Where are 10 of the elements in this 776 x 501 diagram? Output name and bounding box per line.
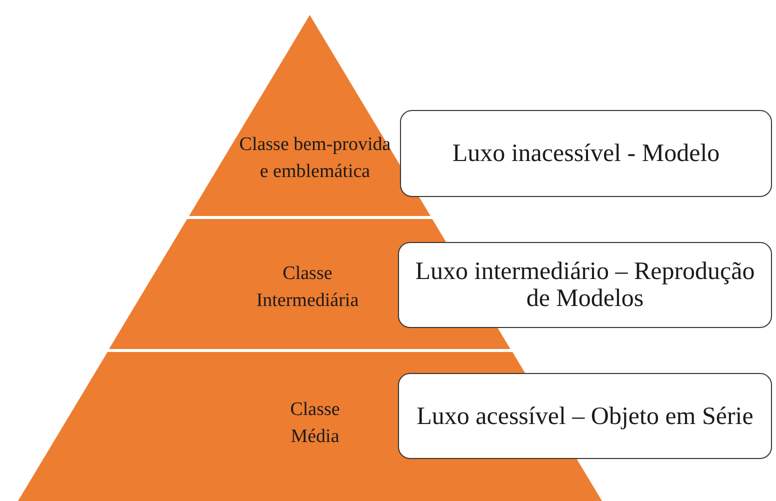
luxury-level-card [398,242,772,328]
pyramid-top-tier [189,15,431,216]
card-text: Luxo intermediário – Reprodução de Modelos [414,258,756,312]
tier-label: Classe bem-provida e emblemática [238,133,392,184]
tier-label: Classe Média [289,398,341,449]
luxury-level-card [398,373,772,459]
card-text: Luxo inacessível - Modelo [451,140,721,167]
tier-label: Classe Intermediária [255,262,360,313]
card-text: Luxo acessível – Objeto em Série [416,402,754,430]
luxury-level-card [400,110,772,197]
